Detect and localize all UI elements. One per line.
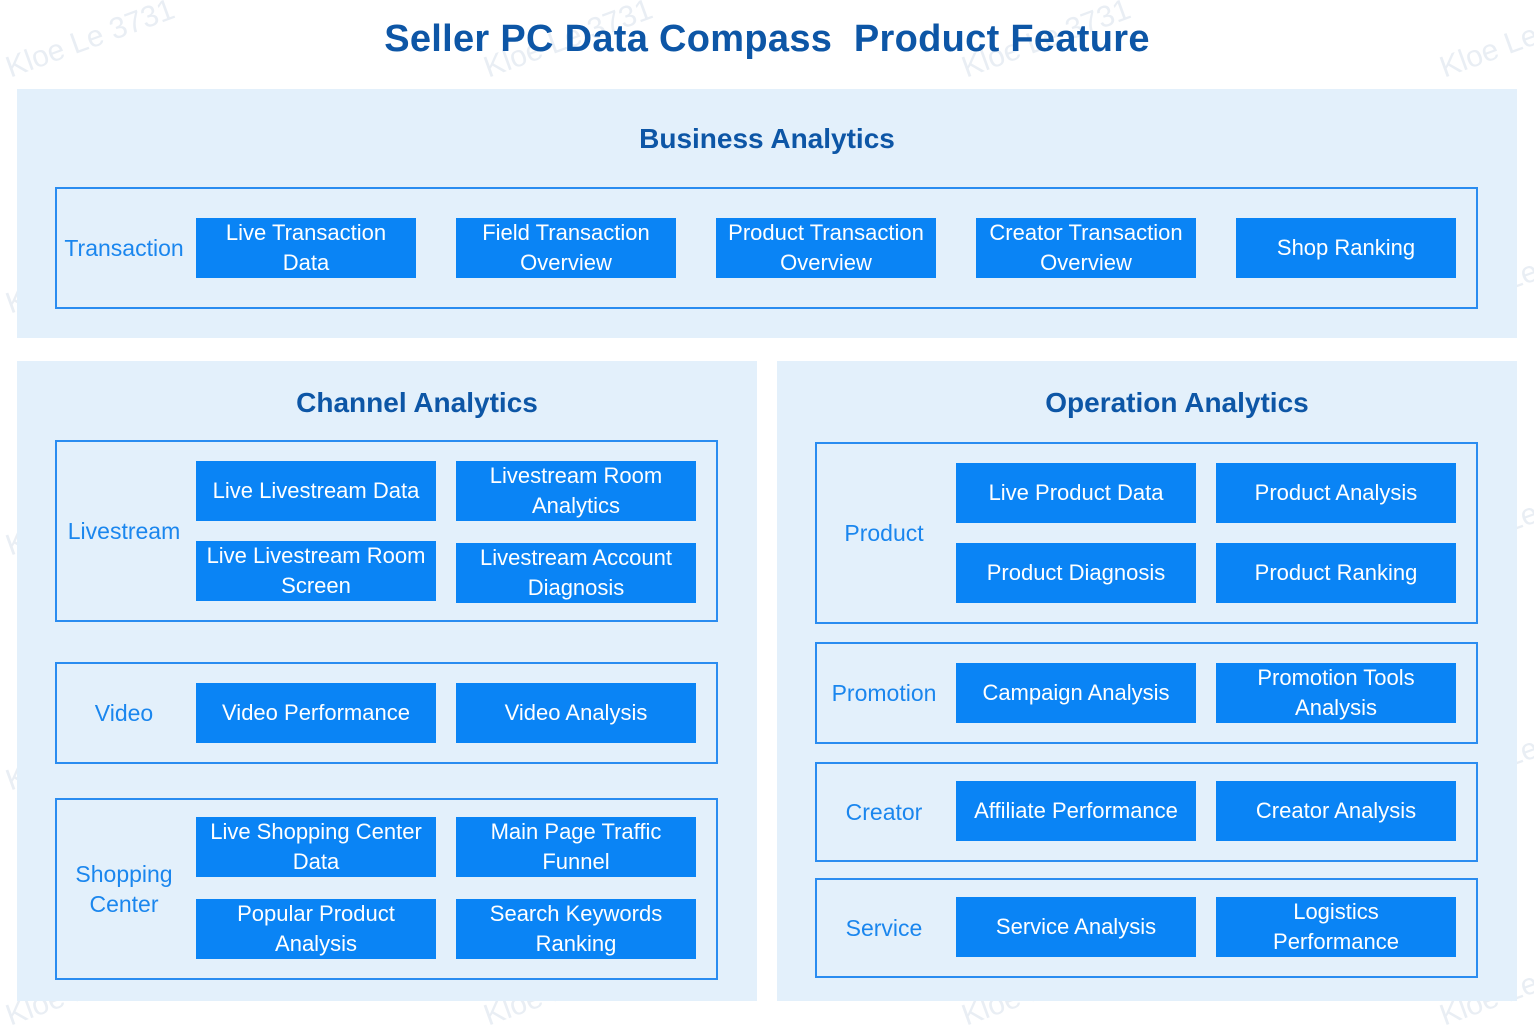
creator-transaction-overview-card[interactable]: Creator Transaction Overview bbox=[976, 218, 1196, 278]
main-page-traffic-funnel-card[interactable]: Main Page Traffic Funnel bbox=[456, 817, 696, 877]
live-livestream-data-card[interactable]: Live Livestream Data bbox=[196, 461, 436, 521]
campaign-analysis-card[interactable]: Campaign Analysis bbox=[956, 663, 1196, 723]
shopping-center-label: Shopping Center bbox=[75, 861, 173, 917]
transaction-label: Transaction bbox=[64, 235, 184, 261]
business-analytics-panel: Business Analytics Transaction Live Tran… bbox=[17, 89, 1517, 338]
promotion-group: Promotion Campaign Analysis Promotion To… bbox=[815, 642, 1478, 744]
product-analysis-card[interactable]: Product Analysis bbox=[1216, 463, 1456, 523]
livestream-label: Livestream bbox=[67, 518, 181, 544]
creator-label: Creator bbox=[845, 799, 923, 825]
promotion-label: Promotion bbox=[831, 680, 937, 706]
field-transaction-overview-card[interactable]: Field Transaction Overview bbox=[456, 218, 676, 278]
popular-product-analysis-card[interactable]: Popular Product Analysis bbox=[196, 899, 436, 959]
livestream-room-analytics-card[interactable]: Livestream Room Analytics bbox=[456, 461, 696, 521]
product-transaction-overview-card[interactable]: Product Transaction Overview bbox=[716, 218, 936, 278]
video-group: Video Video Performance Video Analysis bbox=[55, 662, 718, 764]
operation-analytics-title: Operation Analytics bbox=[1045, 387, 1309, 418]
channel-analytics-title: Channel Analytics bbox=[296, 387, 538, 418]
operation-analytics-panel: Operation Analytics Product Live Product… bbox=[777, 361, 1517, 1001]
creator-group: Creator Affiliate Performance Creator An… bbox=[815, 762, 1478, 862]
livestream-account-diagnosis-card[interactable]: Livestream Account Diagnosis bbox=[456, 543, 696, 603]
channel-analytics-panel: Channel Analytics Livestream Live Livest… bbox=[17, 361, 757, 1001]
video-performance-card[interactable]: Video Performance bbox=[196, 683, 436, 743]
shopping-center-group: Shopping Center Live Shopping Center Dat… bbox=[55, 798, 718, 980]
product-group: Product Live Product Data Product Analys… bbox=[815, 442, 1478, 624]
product-ranking-card[interactable]: Product Ranking bbox=[1216, 543, 1456, 603]
creator-analysis-card[interactable]: Creator Analysis bbox=[1216, 781, 1456, 841]
service-label: Service bbox=[845, 915, 923, 941]
transaction-group: Transaction Live Transaction Data Field … bbox=[55, 187, 1478, 309]
livestream-group: Livestream Live Livestream Data Livestre… bbox=[55, 440, 718, 622]
live-shopping-center-data-card[interactable]: Live Shopping Center Data bbox=[196, 817, 436, 877]
product-diagnosis-card[interactable]: Product Diagnosis bbox=[956, 543, 1196, 603]
service-analysis-card[interactable]: Service Analysis bbox=[956, 897, 1196, 957]
promotion-tools-analysis-card[interactable]: Promotion Tools Analysis bbox=[1216, 663, 1456, 723]
shop-ranking-card[interactable]: Shop Ranking bbox=[1236, 218, 1456, 278]
search-keywords-ranking-card[interactable]: Search Keywords Ranking bbox=[456, 899, 696, 959]
business-analytics-title: Business Analytics bbox=[639, 123, 895, 154]
page-title: Seller PC Data Compass Product Feature bbox=[384, 18, 1150, 60]
logistics-performance-card[interactable]: Logistics Performance bbox=[1216, 897, 1456, 957]
service-group: Service Service Analysis Logistics Perfo… bbox=[815, 878, 1478, 978]
video-analysis-card[interactable]: Video Analysis bbox=[456, 683, 696, 743]
video-label: Video bbox=[94, 700, 154, 726]
live-livestream-room-screen-card[interactable]: Live Livestream Room Screen bbox=[196, 541, 436, 601]
product-label: Product bbox=[844, 520, 924, 546]
live-transaction-data-card[interactable]: Live Transaction Data bbox=[196, 218, 416, 278]
affiliate-performance-card[interactable]: Affiliate Performance bbox=[956, 781, 1196, 841]
live-product-data-card[interactable]: Live Product Data bbox=[956, 463, 1196, 523]
